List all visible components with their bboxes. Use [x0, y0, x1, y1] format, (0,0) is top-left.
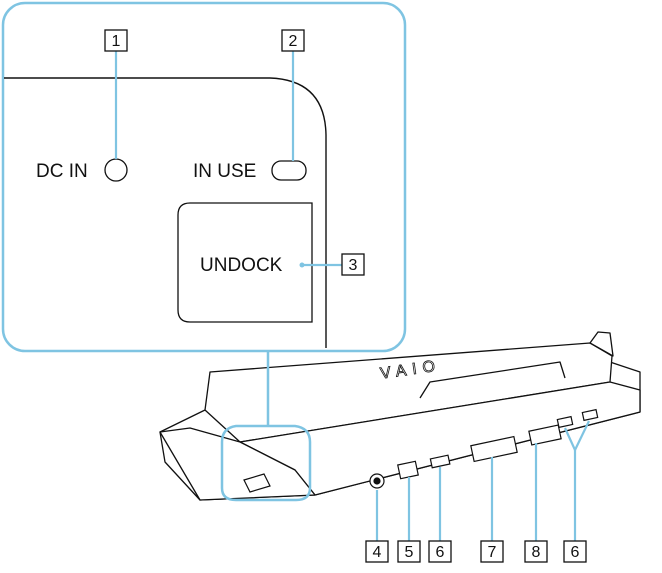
usb-port-right-2: [581, 408, 599, 422]
inset-device-edge: [4, 77, 327, 348]
svg-text:5: 5: [405, 544, 414, 561]
undock-label: UNDOCK: [200, 255, 283, 276]
inset-callout-leaders: [114, 51, 342, 267]
svg-text:1: 1: [112, 33, 121, 50]
undock-button[interactable]: [177, 202, 313, 323]
docking-station: [159, 331, 641, 501]
in-use-label: IN USE: [193, 161, 256, 182]
svg-text:3: 3: [349, 257, 358, 274]
callout-7: 7: [480, 540, 504, 563]
svg-text:4: 4: [373, 544, 382, 561]
callout-8: 8: [524, 540, 548, 563]
svg-text:6: 6: [436, 544, 445, 561]
callout-5: 5: [397, 540, 421, 563]
svg-text:6: 6: [571, 544, 580, 561]
ports-row: [369, 408, 599, 489]
dock-deck-groove: [419, 361, 566, 399]
callout-6-left: 6: [428, 540, 452, 563]
in-use-indicator: [271, 160, 307, 181]
dc-in-label: DC IN: [36, 161, 88, 182]
lan-port: [397, 460, 419, 480]
port-callout-leaders: [375, 420, 590, 541]
svg-text:2: 2: [289, 33, 298, 50]
callout-1: 1: [104, 29, 128, 52]
dock-rear-hook: [589, 331, 614, 357]
svg-text:7: 7: [488, 544, 497, 561]
vga-port: [528, 424, 562, 446]
svg-text:8: 8: [532, 544, 541, 561]
usb-port-right-1: [556, 415, 574, 429]
callout-2: 2: [281, 29, 305, 52]
dvi-port: [470, 435, 518, 463]
callout-3: 3: [341, 253, 365, 276]
dock-left-block: [159, 427, 316, 501]
callout-6-right: 6: [563, 540, 587, 563]
callout-4: 4: [365, 540, 389, 563]
dc-in-jack-icon: [104, 158, 128, 182]
magnified-region-marker: [220, 424, 312, 502]
usb-port-left: [429, 454, 451, 469]
